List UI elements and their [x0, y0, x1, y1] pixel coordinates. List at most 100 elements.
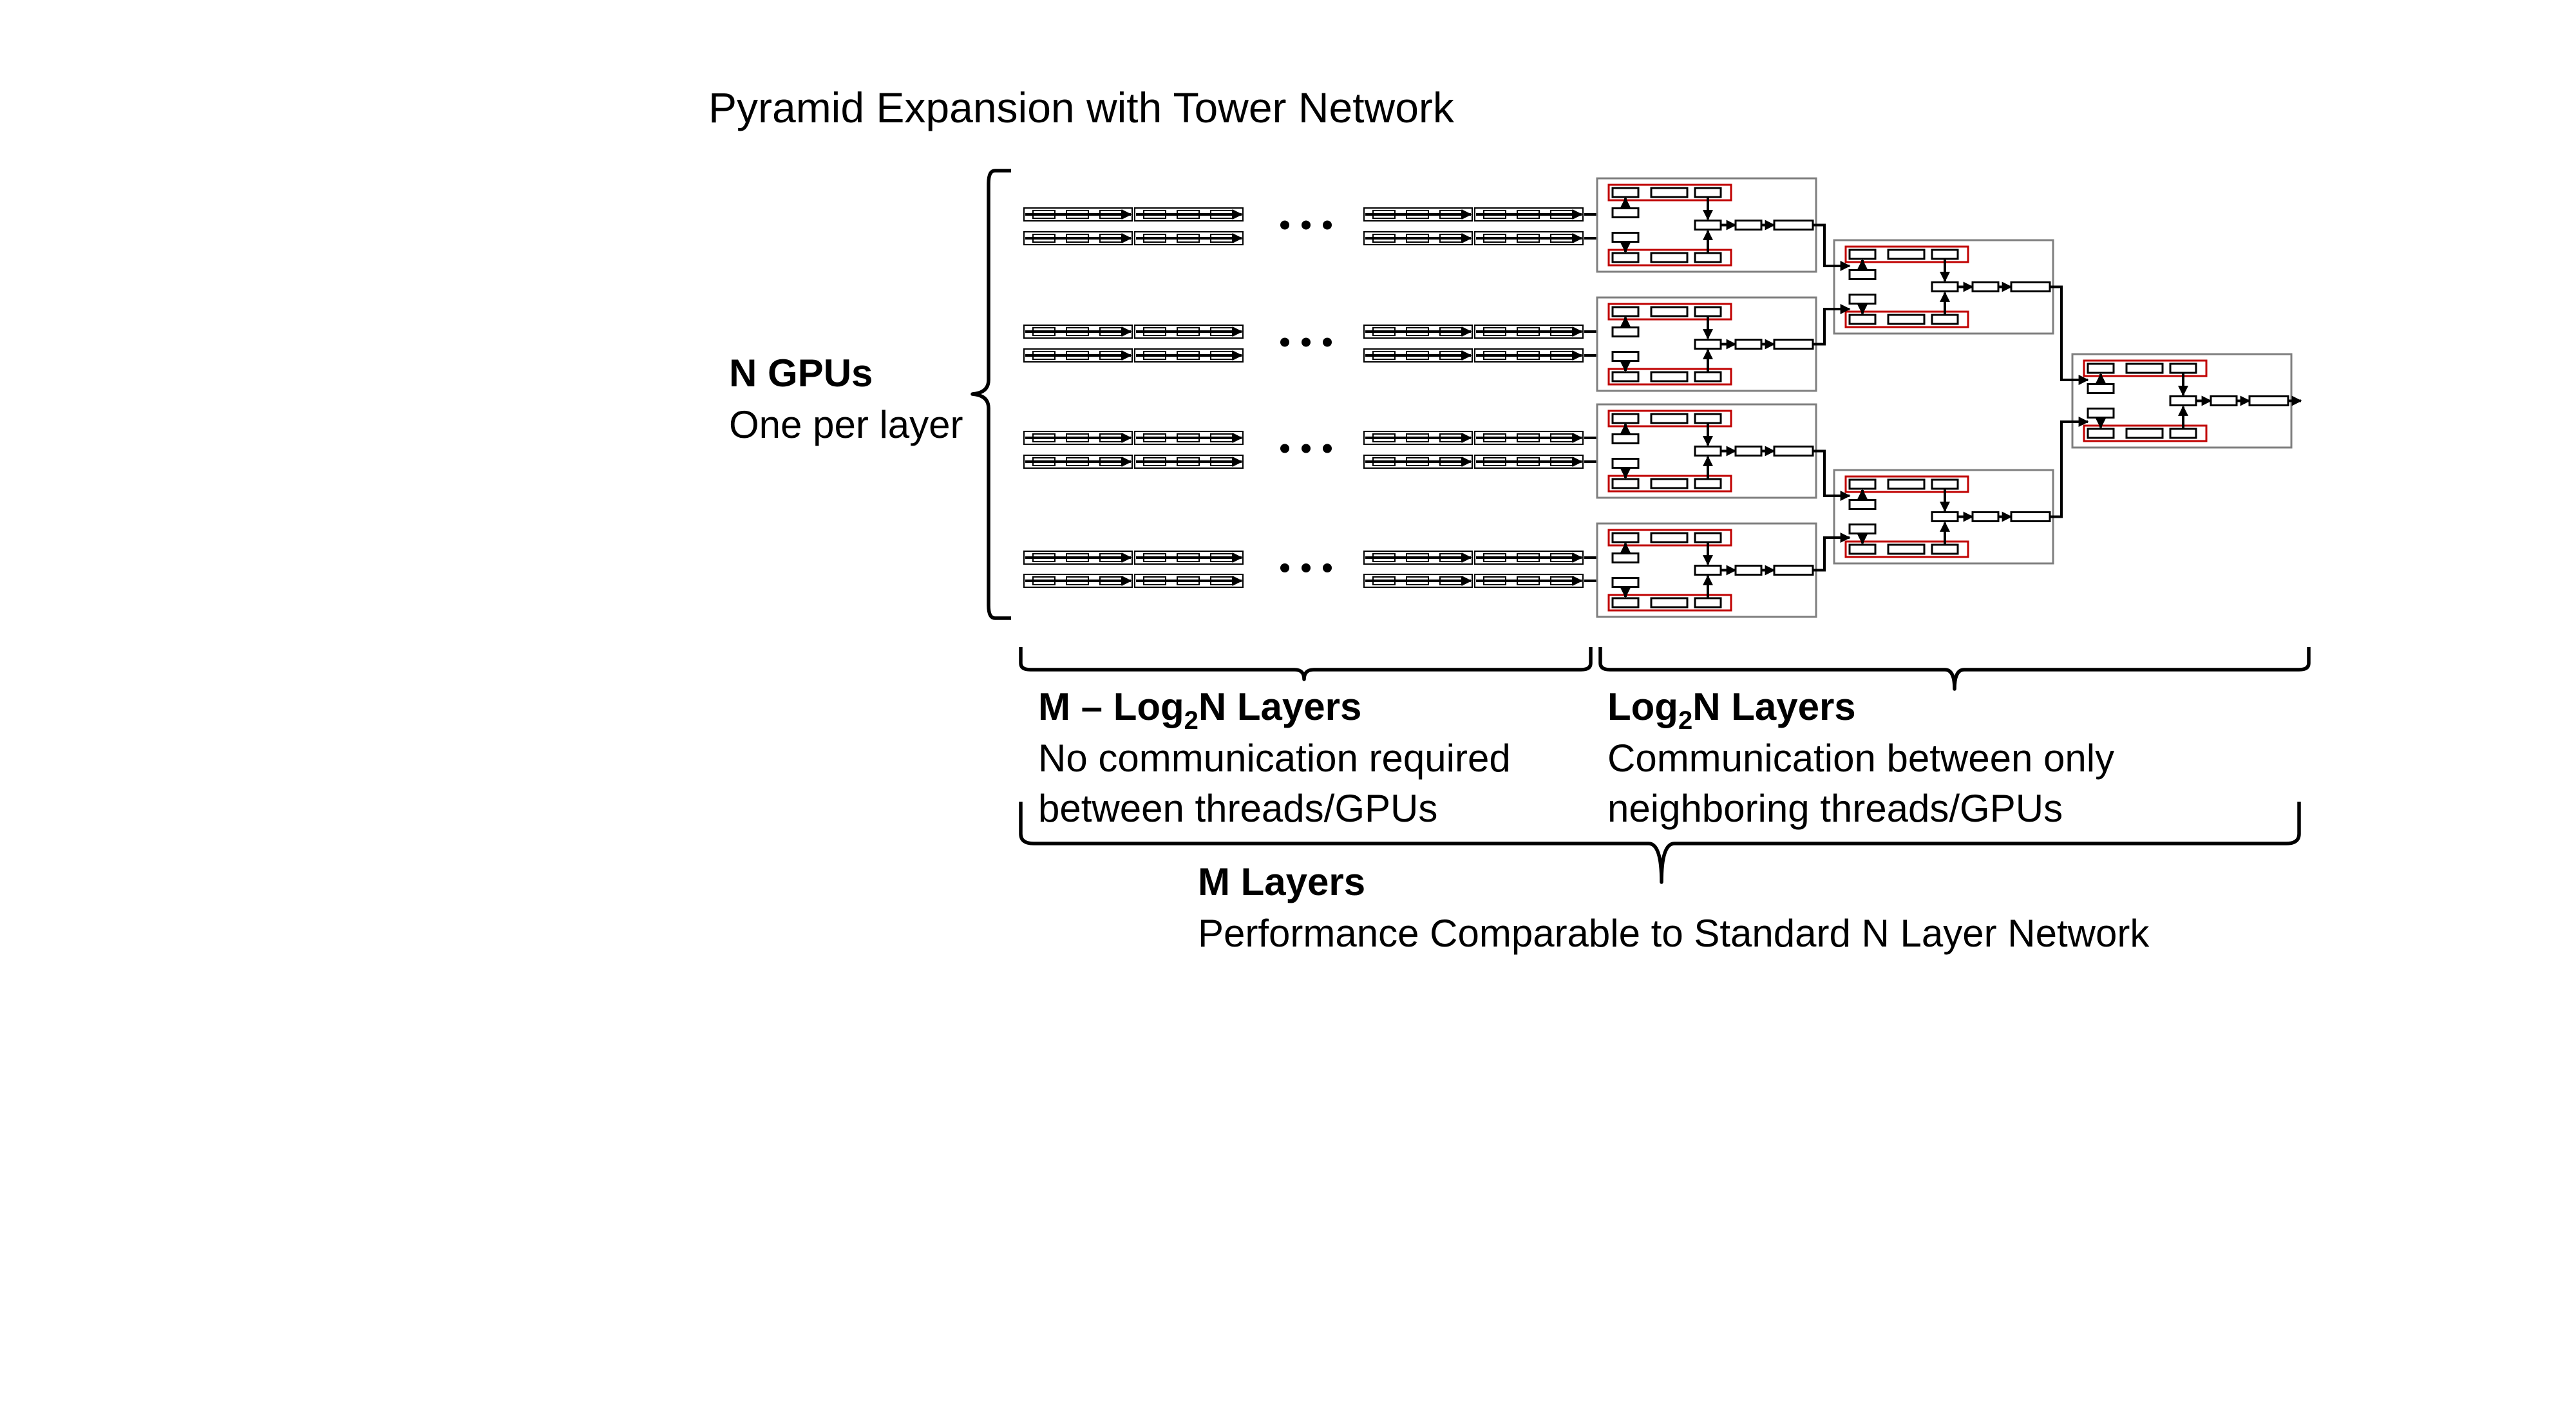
tower-network: [1596, 177, 2302, 618]
layer-block: [2087, 383, 2115, 394]
merge-module: [1596, 296, 1817, 392]
layer-block: [1887, 249, 1926, 260]
parallel-layer-chains: [1023, 207, 1621, 588]
ellipsis-icon: [1280, 220, 1332, 230]
total-layers-caption: Performance Comparable to Standard N Lay…: [1198, 912, 2150, 955]
layer-block: [1694, 597, 1722, 608]
layer-block: [1650, 306, 1689, 317]
merge-highlight: [1607, 410, 1732, 428]
layer-block: [1611, 351, 1640, 362]
merge-highlight: [2083, 359, 2208, 377]
layer-block: [2248, 395, 2289, 406]
right-section-heading: Log2N Layers: [1607, 685, 1856, 735]
merge-module: [1833, 469, 2054, 565]
layer-block: [1931, 543, 1959, 555]
layer-block: [1694, 306, 1722, 317]
layer-block: [2087, 428, 2115, 439]
layer-block: [2087, 363, 2115, 374]
layer-block: [1773, 220, 1814, 231]
total-layers-heading: M Layers: [1198, 860, 1365, 903]
merge-module: [2071, 353, 2293, 449]
layer-block: [1611, 252, 1640, 263]
layer-block: [1971, 281, 2000, 292]
merge-highlight: [1844, 245, 1969, 263]
layer-block: [1931, 478, 1959, 490]
layer-block: [1773, 565, 1814, 576]
layer-block: [1694, 565, 1722, 576]
right-section-brace: [1598, 647, 2311, 691]
gpus-heading: N GPUs: [729, 352, 873, 395]
merge-highlight: [1607, 368, 1732, 386]
layer-block: [1694, 478, 1722, 489]
merge-module: [1596, 522, 1817, 618]
layer-block: [1611, 458, 1640, 469]
layer-block: [2169, 395, 2197, 406]
layer-block: [2210, 395, 2238, 406]
merge-highlight: [1607, 529, 1732, 547]
layer-block: [1887, 478, 1926, 490]
layer-block: [1848, 543, 1877, 555]
layer-block: [1650, 371, 1689, 382]
layer-block: [1611, 532, 1640, 543]
layer-block: [2125, 428, 2164, 439]
layer-block: [1931, 249, 1959, 260]
tower-connector: [1813, 533, 1851, 572]
layer-block: [1931, 314, 1959, 325]
ellipsis-icon: [1280, 563, 1332, 572]
right-section-line-1: Communication between only: [1607, 737, 2114, 780]
layer-block: [1773, 339, 1814, 350]
layer-block: [1773, 446, 1814, 457]
merge-module: [1596, 177, 1817, 273]
layer-block: [1734, 339, 1763, 350]
layer-block: [1694, 413, 1722, 424]
layer-block: [1650, 252, 1689, 263]
merge-highlight: [1607, 475, 1732, 493]
left-section-line-2: between threads/GPUs: [1038, 787, 1437, 830]
layer-block: [1848, 499, 1877, 510]
layer-block: [1887, 314, 1926, 325]
layer-block: [1611, 597, 1640, 608]
ellipsis-icon: [1280, 444, 1332, 453]
layer-block: [1848, 314, 1877, 325]
tower-connector: [1813, 449, 1851, 501]
layer-block: [1611, 232, 1640, 243]
layer-block: [2125, 363, 2164, 374]
merge-highlight: [2083, 424, 2208, 442]
layer-block: [1611, 187, 1640, 198]
layer-block: [1694, 187, 1722, 198]
layer-block: [2010, 511, 2051, 522]
left-section-heading: M – Log2N Layers: [1038, 685, 1361, 735]
layer-block: [1650, 478, 1689, 489]
left-section-brace: [1019, 647, 1593, 681]
layer-block: [1848, 294, 1877, 305]
merge-module: [1596, 403, 1817, 499]
layer-block: [2169, 363, 2197, 374]
merge-module: [1833, 239, 2054, 335]
layer-block: [1650, 532, 1689, 543]
layer-block: [1611, 413, 1640, 424]
layer-block: [1694, 339, 1722, 350]
layer-block: [1611, 371, 1640, 382]
layer-block: [1694, 252, 1722, 263]
layer-block: [1694, 371, 1722, 382]
tower-connector: [1813, 304, 1851, 346]
layer-block: [1611, 306, 1640, 317]
tower-connector: [2050, 417, 2089, 518]
tower-connector: [1813, 223, 1851, 271]
merge-highlight: [1844, 540, 1969, 558]
layer-block: [1650, 187, 1689, 198]
layer-block: [2010, 281, 2051, 292]
diagram-title: Pyramid Expansion with Tower Network: [708, 84, 1455, 131]
tower-connector: [2050, 285, 2089, 385]
layer-block: [1611, 433, 1640, 444]
total-layers-brace: [1019, 802, 2301, 884]
right-section-line-2: neighboring threads/GPUs: [1607, 787, 2063, 830]
merge-highlight: [1607, 303, 1732, 321]
layer-block: [1611, 552, 1640, 563]
ellipsis-icon: [1280, 337, 1332, 347]
layer-block: [1734, 446, 1763, 457]
layer-block: [1848, 478, 1877, 490]
merge-highlight: [1607, 594, 1732, 612]
layer-block: [1611, 326, 1640, 337]
